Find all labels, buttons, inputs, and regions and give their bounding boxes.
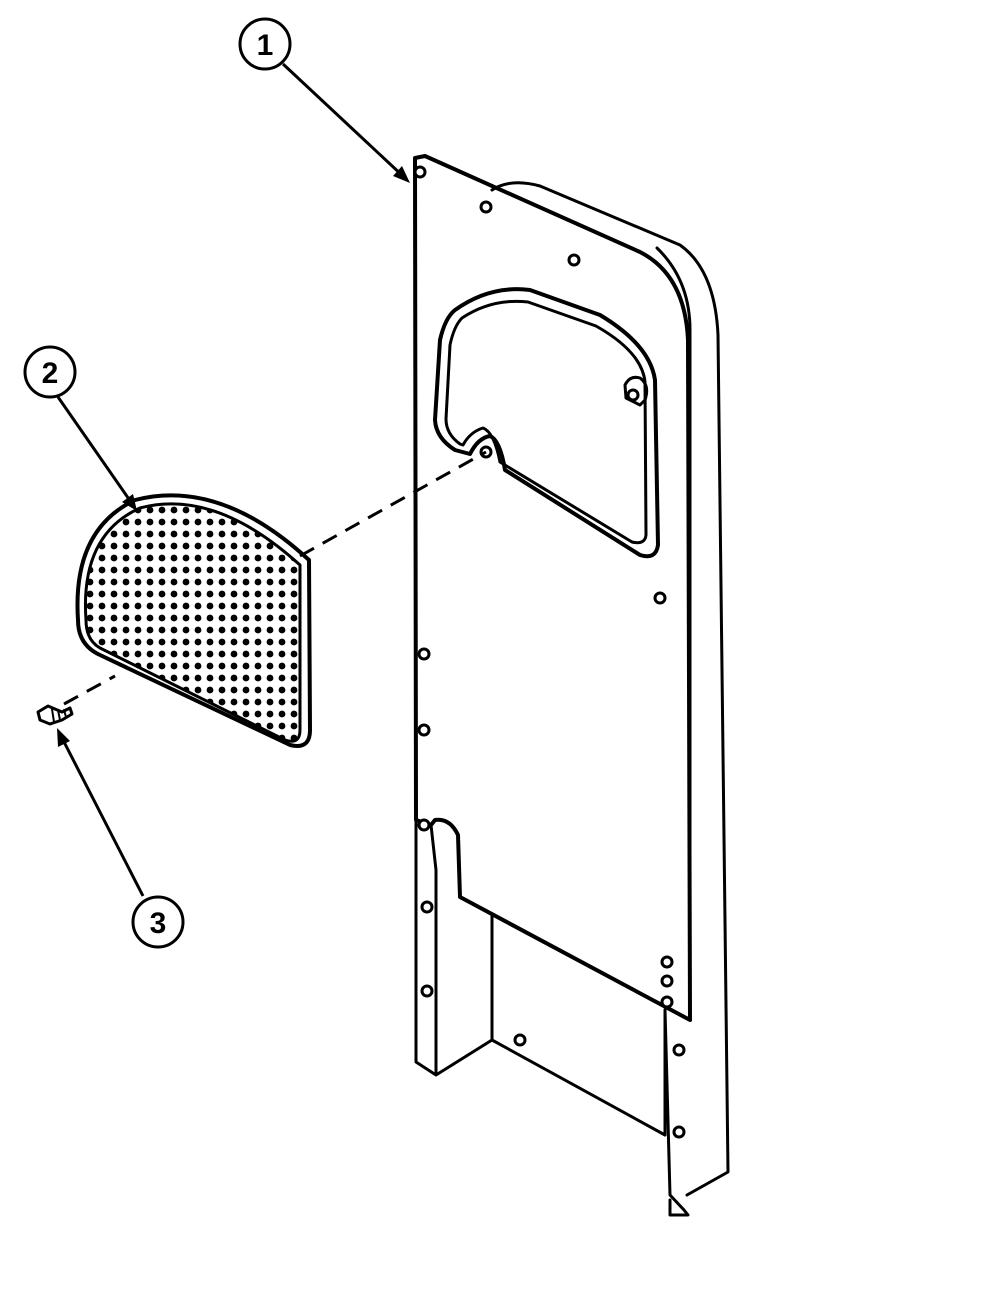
screw-body bbox=[36, 704, 74, 726]
callout-number: 3 bbox=[150, 907, 167, 940]
grille-inner-rim bbox=[83, 502, 302, 743]
callout-circle bbox=[131, 895, 185, 949]
duct-opening-outer bbox=[433, 287, 660, 559]
hole bbox=[660, 995, 674, 1009]
hole bbox=[660, 955, 674, 969]
screw bbox=[36, 704, 74, 726]
hole bbox=[513, 1033, 527, 1047]
duct-side-face bbox=[490, 181, 730, 1197]
duct-bottom-flange bbox=[414, 818, 667, 1137]
duct-front-face bbox=[413, 154, 692, 1022]
screw-thread bbox=[51, 708, 67, 723]
arrowhead-1 bbox=[393, 166, 410, 183]
hole bbox=[417, 723, 431, 737]
hole bbox=[417, 647, 431, 661]
callout-number: 2 bbox=[42, 357, 59, 390]
duct-right-tab bbox=[663, 1008, 690, 1217]
dashed-line-grille-to-duct bbox=[299, 450, 487, 558]
arrowhead-3 bbox=[57, 728, 70, 747]
hole bbox=[653, 591, 667, 605]
arrow-heads bbox=[57, 166, 410, 747]
arrowhead-2 bbox=[122, 494, 137, 511]
callout-1: 1 bbox=[238, 17, 292, 71]
hole bbox=[420, 900, 434, 914]
callout-3: 3 bbox=[131, 895, 185, 949]
leader-2 bbox=[56, 396, 135, 506]
screw-holes bbox=[413, 165, 686, 1139]
hole bbox=[413, 165, 427, 179]
dashed-line-screw-to-grille bbox=[63, 674, 116, 706]
hole bbox=[417, 818, 431, 832]
leader-3 bbox=[60, 737, 145, 897]
hole bbox=[672, 1125, 686, 1139]
duct-panel bbox=[413, 154, 730, 1217]
callout-2: 2 bbox=[23, 345, 77, 399]
duct-opening-tab bbox=[623, 375, 649, 407]
duct-inner-edge bbox=[655, 246, 692, 1017]
duct-opening-inner bbox=[444, 299, 648, 545]
leader-1 bbox=[281, 62, 407, 180]
hole bbox=[626, 388, 640, 402]
callout-number: 1 bbox=[257, 29, 274, 62]
assembly-lines bbox=[63, 450, 487, 706]
hole bbox=[672, 1043, 686, 1057]
callout-circle bbox=[238, 17, 292, 71]
hole bbox=[567, 253, 581, 267]
callout-circle bbox=[23, 345, 77, 399]
hole bbox=[479, 200, 493, 214]
hole bbox=[660, 974, 674, 988]
hole bbox=[420, 984, 434, 998]
leader-lines bbox=[56, 62, 407, 897]
grille-cover bbox=[75, 493, 312, 748]
grille-outer-rim bbox=[75, 493, 312, 748]
grille-mesh bbox=[85, 503, 300, 742]
